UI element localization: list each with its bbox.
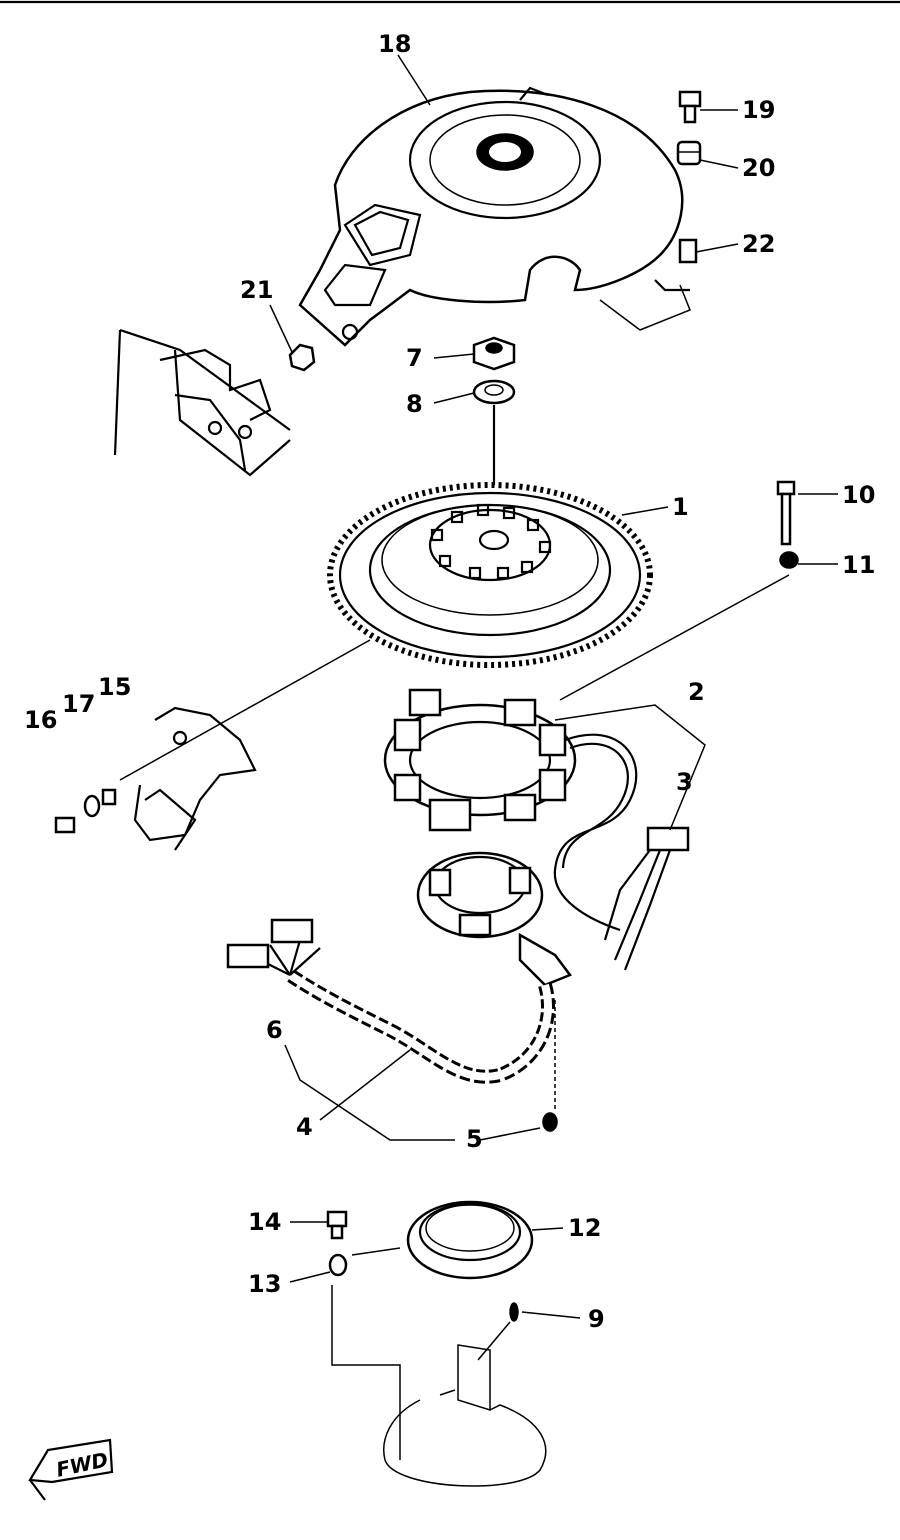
callout-7: 7 <box>406 344 423 372</box>
clip-13 <box>328 1253 348 1277</box>
nut-7 <box>472 336 516 371</box>
callout-12: 12 <box>568 1214 601 1242</box>
callout-22: 22 <box>742 230 775 258</box>
leader-2-3 <box>554 704 706 831</box>
washer-11 <box>779 551 799 569</box>
wire-harness <box>249 939 555 1084</box>
flywheel-cover <box>298 86 691 347</box>
callout-11: 11 <box>842 551 875 579</box>
washer-8 <box>472 379 516 405</box>
flywheel <box>327 482 653 668</box>
callout-17: 17 <box>62 690 95 718</box>
callout-8: 8 <box>406 390 423 418</box>
callout-6: 6 <box>266 1016 283 1044</box>
callout-19: 19 <box>742 96 775 124</box>
ring-12 <box>406 1200 534 1280</box>
mount-bracket-lower <box>133 706 257 851</box>
callout-1: 1 <box>672 493 689 521</box>
washer-17 <box>83 794 101 818</box>
leader-13-shaft <box>331 1285 401 1460</box>
callout-16: 16 <box>24 706 57 734</box>
screw-14 <box>326 1210 348 1240</box>
callout-14: 14 <box>248 1208 281 1236</box>
connector-6 <box>226 918 314 969</box>
leader-9-shaft <box>477 1321 511 1361</box>
screw-16 <box>54 816 76 834</box>
fwd-label: FWD <box>54 1447 110 1481</box>
connector-3 <box>603 826 690 971</box>
key-9 <box>509 1302 519 1322</box>
callout-3: 3 <box>676 768 693 796</box>
nut-21 <box>288 343 316 372</box>
leader-13-ring <box>351 1247 401 1256</box>
mount-bracket <box>113 328 291 477</box>
stator <box>383 688 638 932</box>
bolt-10 <box>776 480 796 546</box>
bushing-22 <box>678 238 698 264</box>
callout-18: 18 <box>378 30 411 58</box>
callout-13: 13 <box>248 1270 281 1298</box>
callout-labels: 18 19 20 22 21 7 8 1 10 11 2 3 15 17 16 … <box>24 30 875 1333</box>
leader-15-flywheel <box>119 639 371 781</box>
callout-15: 15 <box>98 673 131 701</box>
callout-10: 10 <box>842 481 875 509</box>
callout-20: 20 <box>742 154 775 182</box>
callout-21: 21 <box>240 276 273 304</box>
bolt-19 <box>678 90 702 124</box>
callout-5: 5 <box>466 1125 483 1153</box>
pulser-coil <box>416 851 572 987</box>
callout-9: 9 <box>588 1305 605 1333</box>
collar-20 <box>676 140 702 166</box>
leader-4-5-6 <box>284 1044 541 1141</box>
screw-15 <box>101 788 117 806</box>
crankshaft-end <box>383 1344 547 1487</box>
leader-11-stator <box>559 574 790 701</box>
callout-2: 2 <box>688 678 705 706</box>
clamp-5 <box>542 1112 558 1132</box>
callout-leaders <box>269 54 838 1319</box>
fwd-arrow: FWD <box>28 1438 114 1501</box>
callout-4: 4 <box>296 1113 313 1141</box>
